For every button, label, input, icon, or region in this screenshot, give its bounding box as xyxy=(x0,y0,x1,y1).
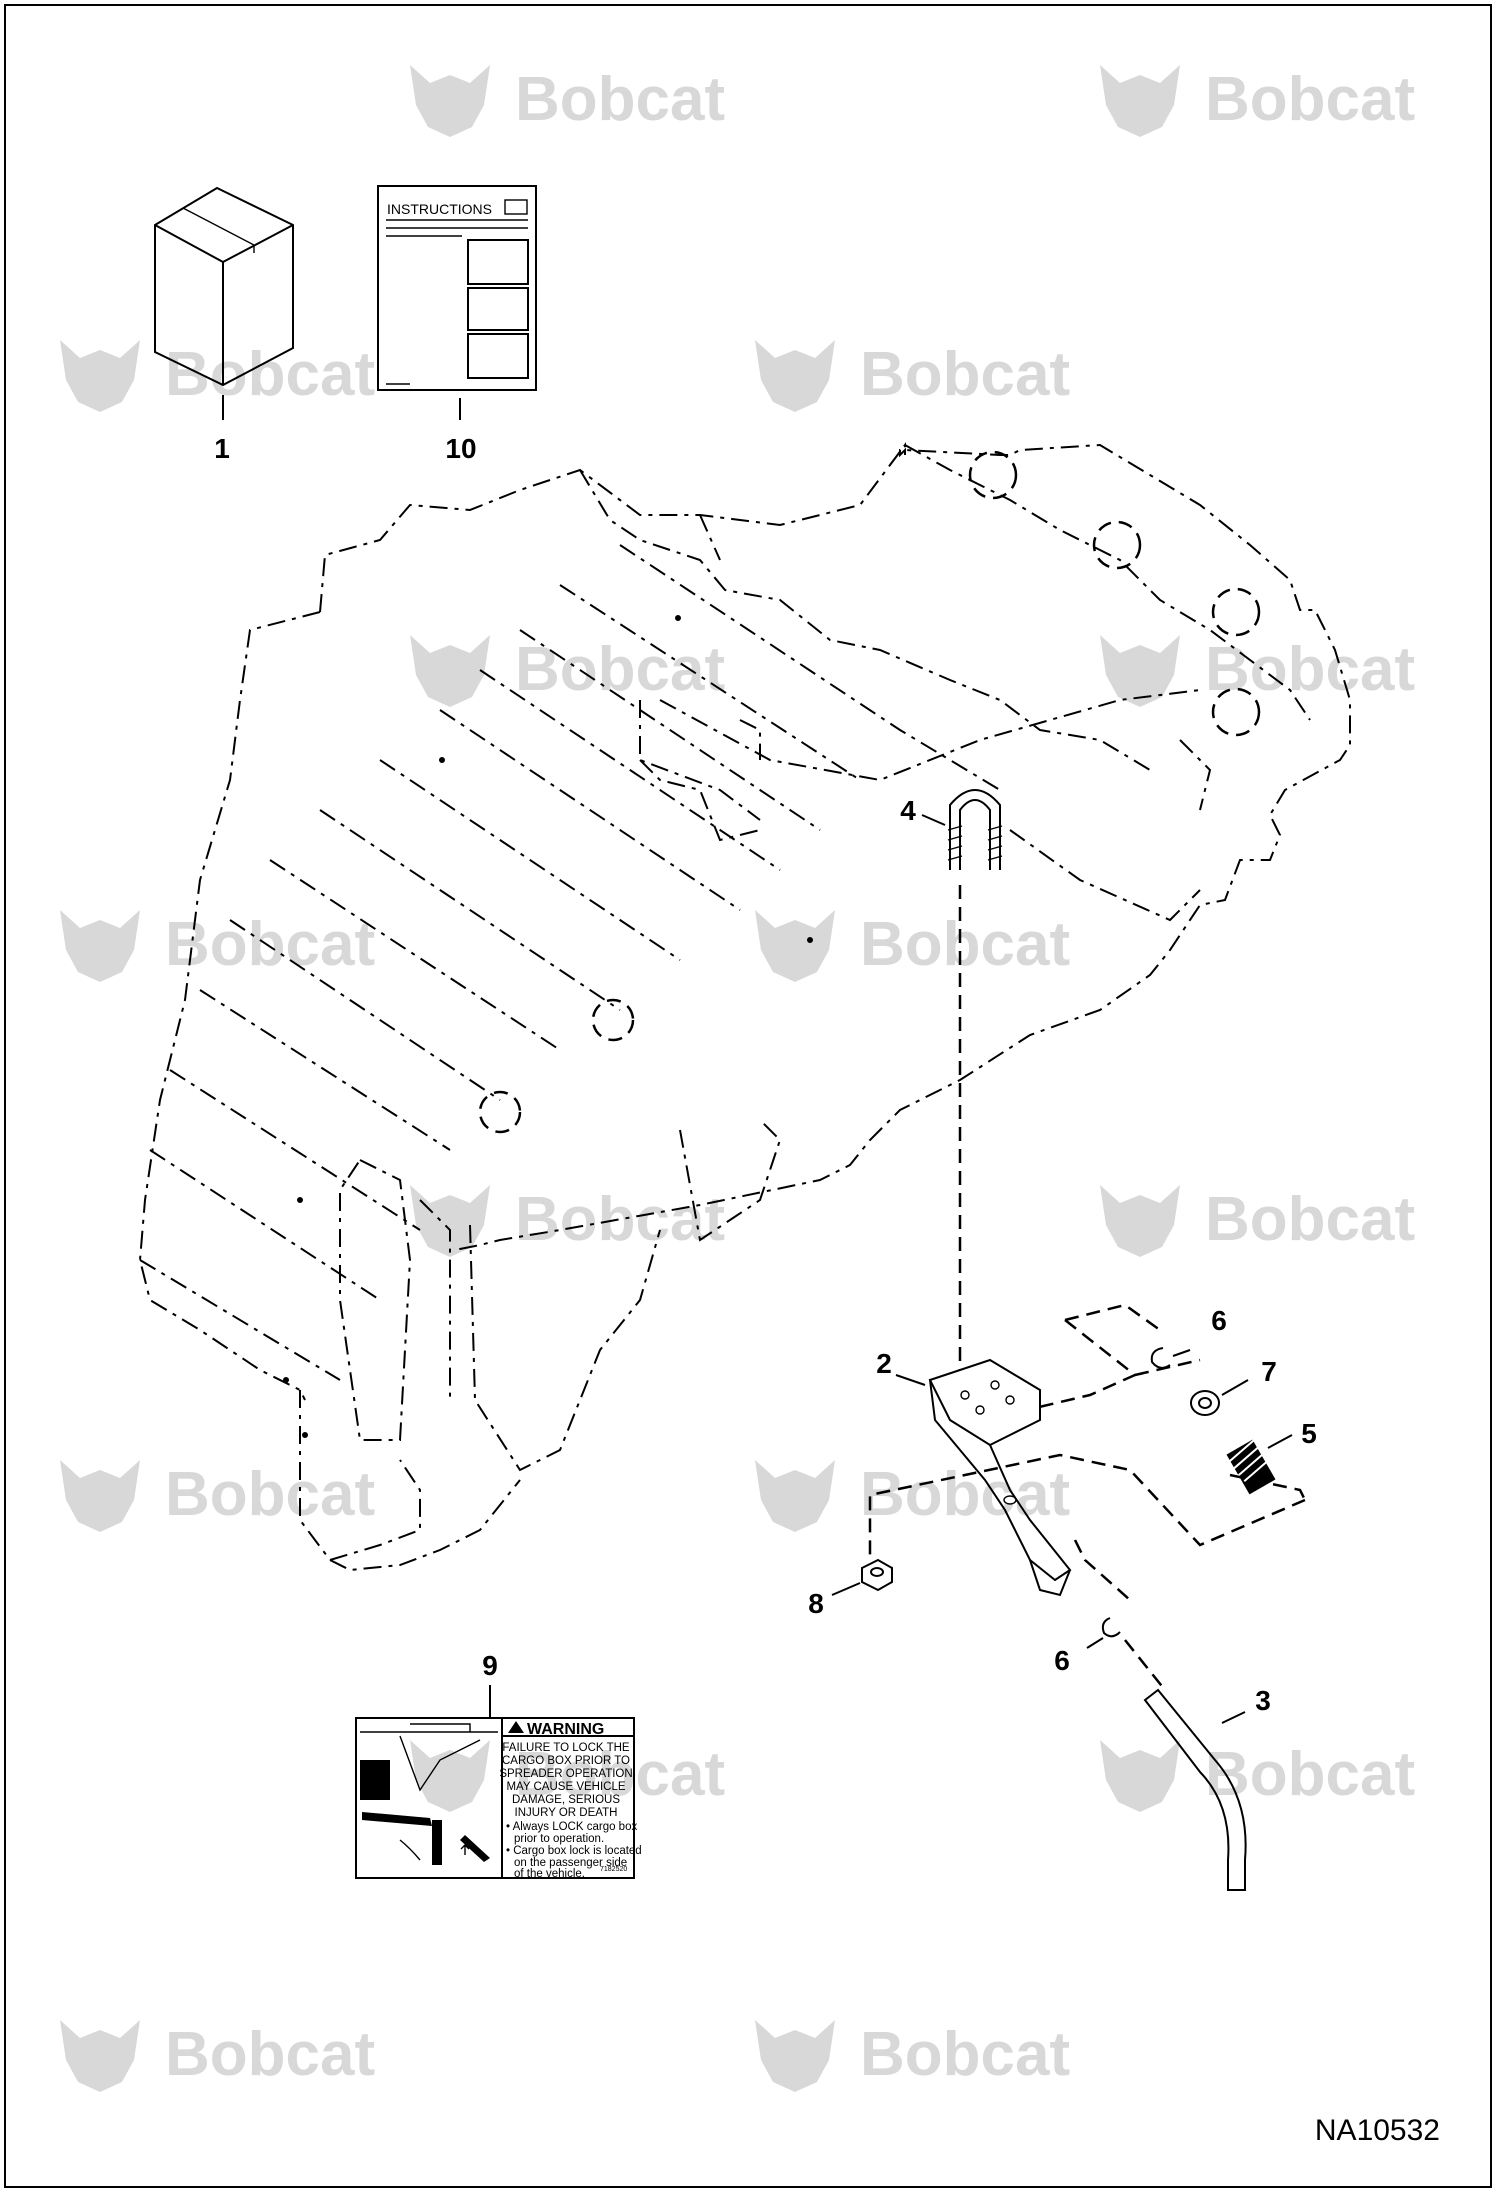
watermark-text: Bobcat xyxy=(165,910,375,979)
drawing-code: NA10532 xyxy=(1315,2114,1440,2147)
watermark-logo-icon xyxy=(1100,635,1180,707)
callout-10: 10 xyxy=(445,433,476,464)
callout-2: 2 xyxy=(876,1348,892,1379)
part-clip-lower xyxy=(1086,1617,1121,1649)
part-pin xyxy=(1124,1639,1247,1891)
watermark-text: Bobcat xyxy=(515,65,725,134)
part-spring xyxy=(1226,1434,1293,1495)
callout-7: 7 xyxy=(1261,1356,1277,1387)
warning-decal: WARNING FAILURE TO LOCK THE CARGO BOX PR… xyxy=(355,1685,642,1880)
callout-1: 1 xyxy=(214,433,230,464)
part-bracket xyxy=(895,1358,1072,1597)
part-box xyxy=(154,186,294,420)
watermark-logo-icon xyxy=(410,635,490,707)
watermark-text: Bobcat xyxy=(515,1185,725,1254)
callout-3: 3 xyxy=(1255,1685,1271,1716)
part-nut xyxy=(831,1558,893,1596)
watermark-logo-icon xyxy=(755,340,835,412)
instructions-sheet: INSTRUCTIONS xyxy=(377,185,537,420)
cargo-box xyxy=(138,442,1351,1572)
watermark-logo-icon xyxy=(410,1185,490,1257)
watermark-text: Bobcat xyxy=(515,1740,725,1809)
part-u-bolt xyxy=(921,789,1003,1370)
callout-4: 4 xyxy=(900,795,916,826)
watermark-text: Bobcat xyxy=(860,2020,1070,2089)
watermark-logo-icon xyxy=(60,910,140,982)
watermark-text: Bobcat xyxy=(515,635,725,704)
watermark-logo-icon xyxy=(1100,65,1180,137)
watermark-text: Bobcat xyxy=(860,1460,1070,1529)
watermark-logo-icon xyxy=(60,1460,140,1532)
watermark-text: Bobcat xyxy=(1205,1185,1415,1254)
warning-line-2: CARGO BOX PRIOR TO xyxy=(502,1755,630,1767)
watermark-logo-icon xyxy=(410,1740,490,1812)
callout-5: 5 xyxy=(1301,1418,1317,1449)
warning-bullet-4: on the passenger side xyxy=(514,1857,627,1869)
warning-line-5: DAMAGE, SERIOUS xyxy=(512,1794,620,1806)
watermark-text: Bobcat xyxy=(165,340,375,409)
callout-6-upper: 6 xyxy=(1211,1305,1227,1336)
part-washer xyxy=(1190,1379,1249,1416)
warning-line-1: FAILURE TO LOCK THE xyxy=(502,1742,630,1754)
callout-9: 9 xyxy=(482,1650,498,1681)
watermark-logo-icon xyxy=(755,2020,835,2092)
watermark-text: Bobcat xyxy=(860,910,1070,979)
callout-labels: 1 10 4 2 6 7 5 8 6 3 9 xyxy=(214,433,1317,1716)
watermark-logo-icon xyxy=(1100,1185,1180,1257)
watermark-text: Bobcat xyxy=(165,1460,375,1529)
watermark-logo-icon xyxy=(60,340,140,412)
explosion-lines xyxy=(868,1303,1307,1601)
watermark-text: Bobcat xyxy=(1205,65,1415,134)
watermark-text: Bobcat xyxy=(1205,635,1415,704)
watermark-logo-icon xyxy=(410,65,490,137)
watermark-logo-icon xyxy=(755,910,835,982)
warning-bullet-3: • Cargo box lock is located xyxy=(506,1845,642,1857)
callout-8: 8 xyxy=(808,1588,824,1619)
warning-line-4: MAY CAUSE VEHICLE xyxy=(506,1781,625,1793)
warning-line-6: INJURY OR DEATH xyxy=(515,1807,618,1819)
diagram-frame xyxy=(4,4,1492,2188)
warning-bullet-2: prior to operation. xyxy=(514,1833,604,1845)
watermark-text: Bobcat xyxy=(165,2020,375,2089)
watermark-logo-icon xyxy=(60,2020,140,2092)
instructions-title: INSTRUCTIONS xyxy=(387,201,492,217)
warning-line-3: SPREADER OPERATION xyxy=(499,1768,632,1780)
watermark-logo-icon xyxy=(755,1460,835,1532)
watermark-logo-icon xyxy=(1100,1740,1180,1812)
watermark-text: Bobcat xyxy=(1205,1740,1415,1809)
watermark-text: Bobcat xyxy=(860,340,1070,409)
warning-heading: WARNING xyxy=(527,1721,604,1738)
warning-bullet-1: • Always LOCK cargo box xyxy=(506,1821,637,1833)
decal-part-number: 7182520 xyxy=(600,1866,627,1873)
warning-bullet-5: of the vehicle. xyxy=(514,1868,585,1880)
callout-6-lower: 6 xyxy=(1054,1645,1070,1676)
